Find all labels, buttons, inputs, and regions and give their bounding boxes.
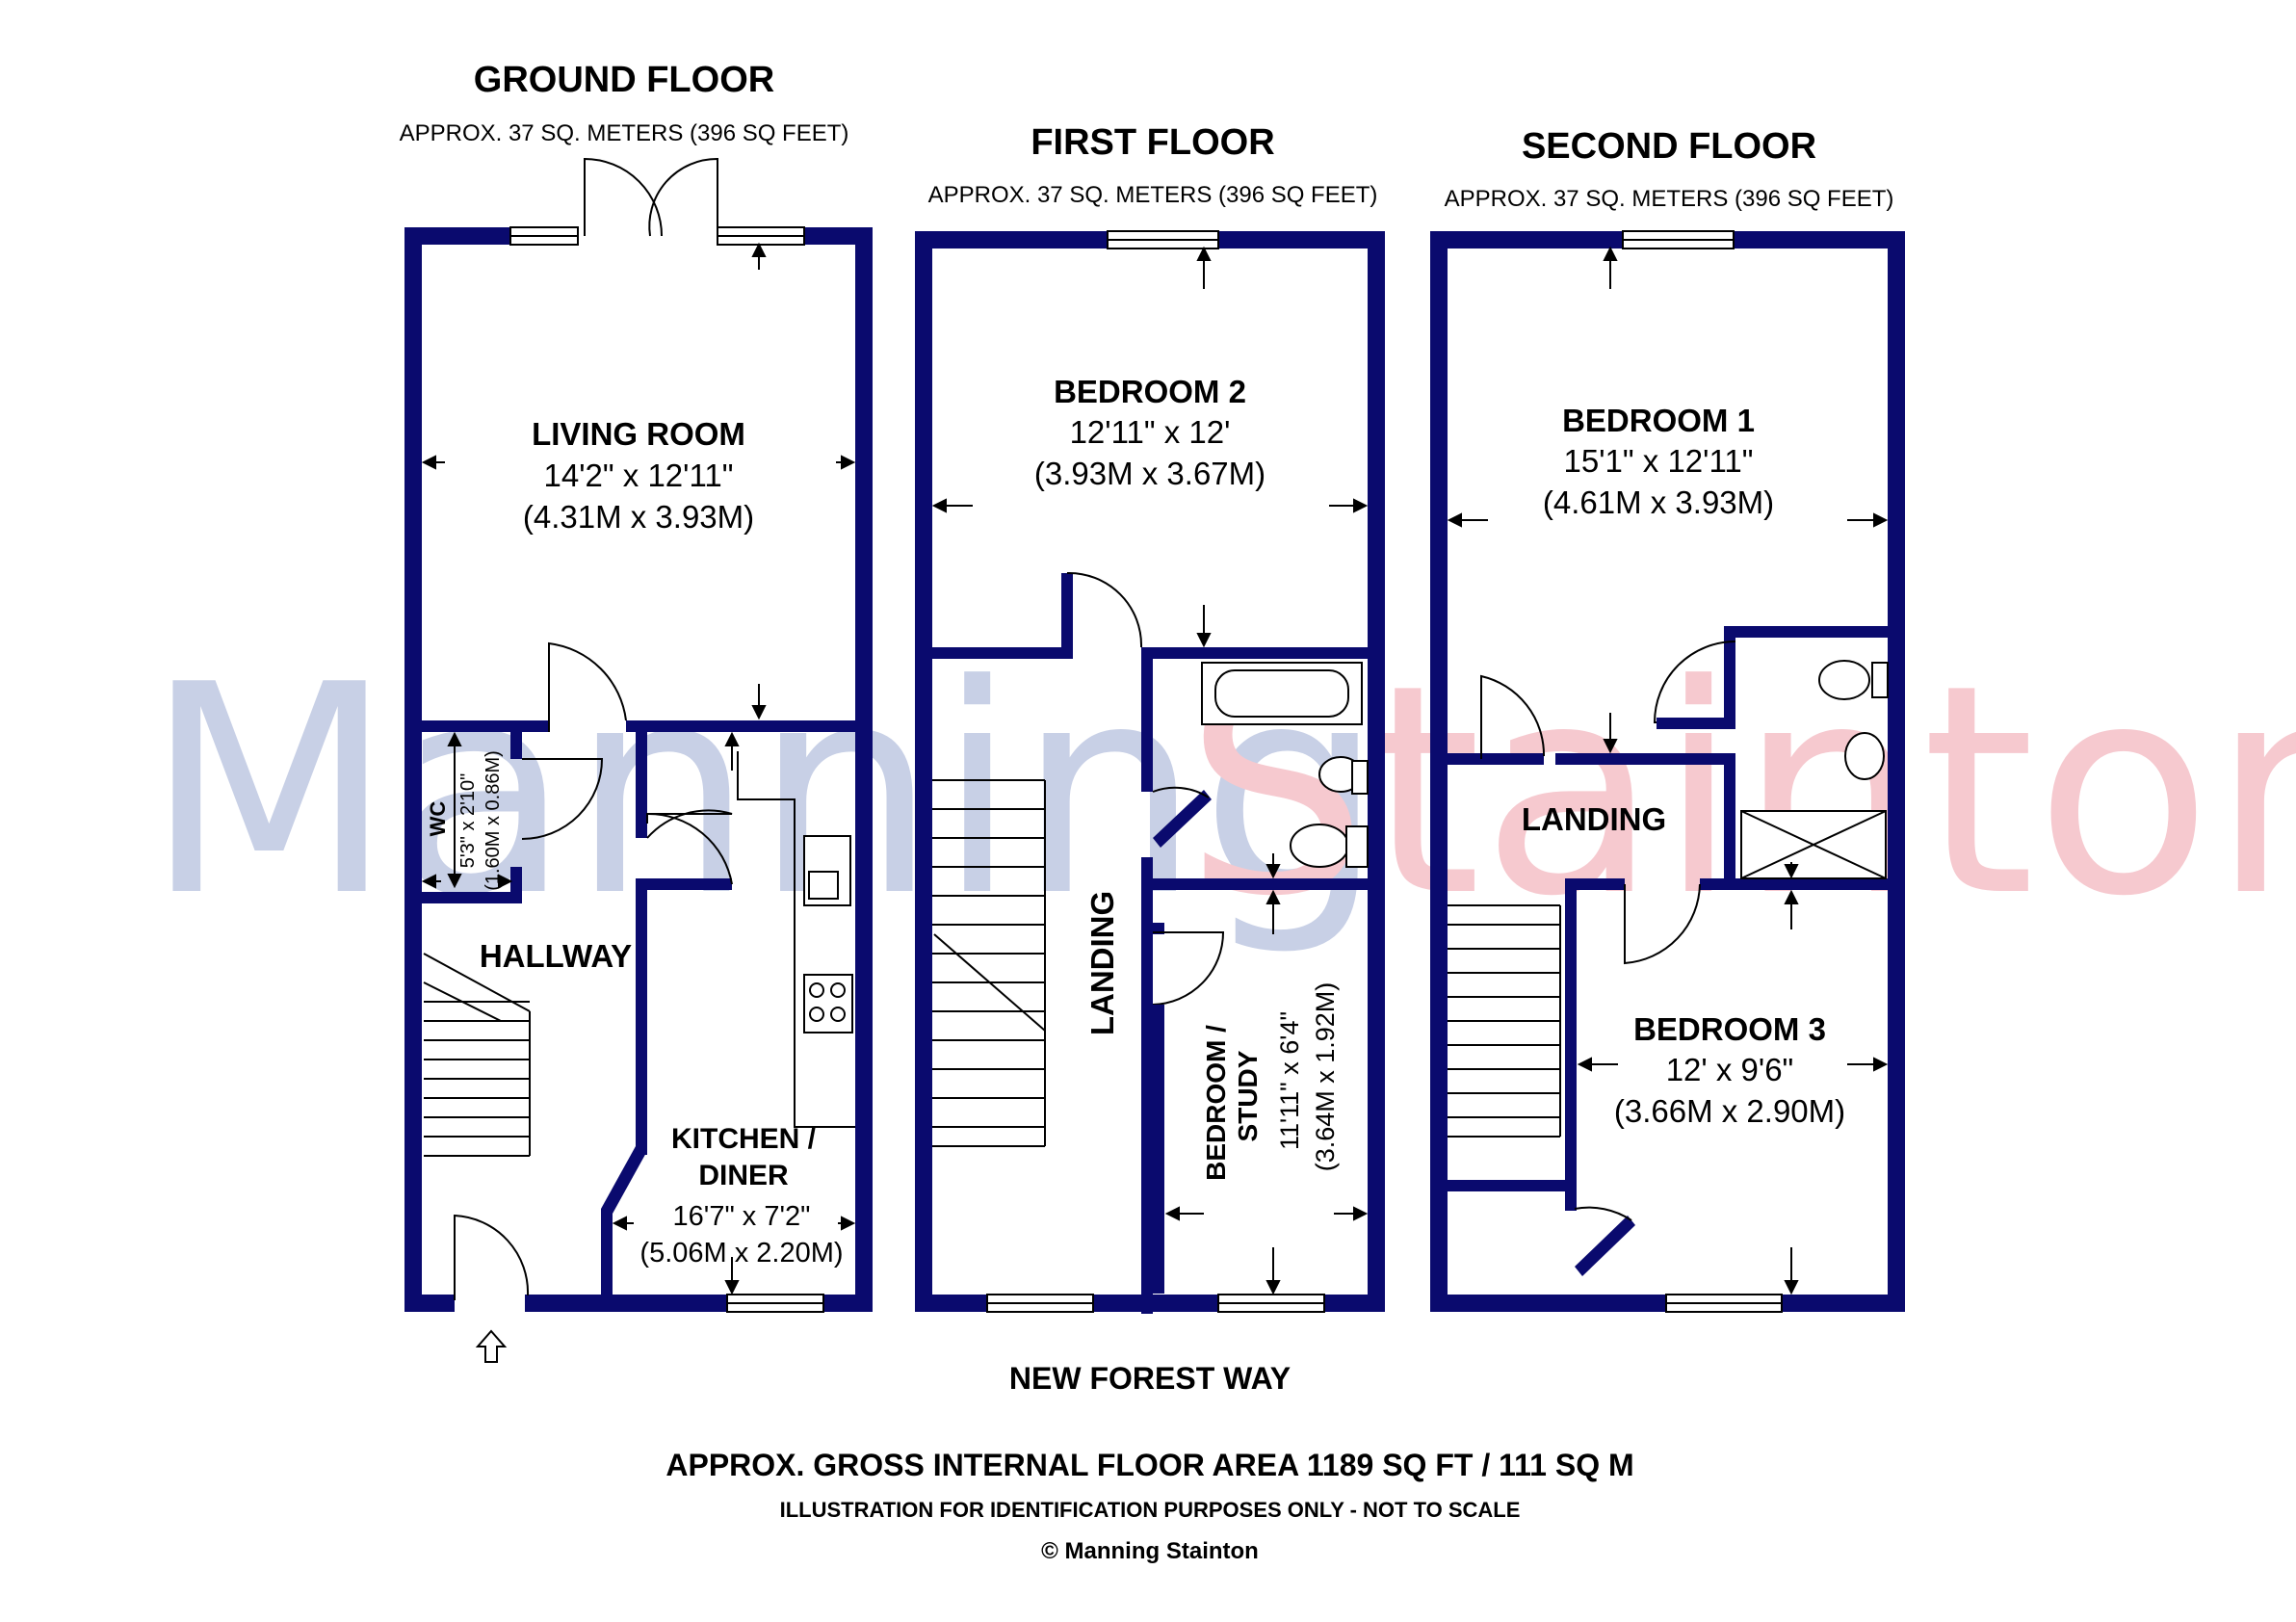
floor-headings: GROUND FLOOR APPROX. 37 SQ. METERS (396 …	[400, 60, 1894, 212]
bedroom3-metric: (3.66M x 2.90M)	[1614, 1093, 1845, 1129]
kitchen-name-line1: KITCHEN /	[671, 1123, 817, 1155]
ground-floor-plan	[404, 157, 873, 1363]
bedroom1-metric: (4.61M x 3.93M)	[1543, 484, 1774, 520]
second-floor-plan	[1430, 230, 1905, 1313]
living-room-name: LIVING ROOM	[532, 416, 745, 452]
study-name-line1: BEDROOM /	[1201, 1025, 1231, 1181]
bedroom2-metric: (3.93M x 3.67M)	[1034, 456, 1265, 491]
kitchen-imperial: 16'7" x 7'2"	[673, 1201, 811, 1232]
first-floor-plan	[915, 230, 1385, 1314]
second-landing-name: LANDING	[1522, 801, 1666, 837]
study-name-line2: STUDY	[1233, 1050, 1263, 1141]
first-floor-title: FIRST FLOOR	[1031, 122, 1274, 163]
bedroom1-imperial: 15'1" x 12'11"	[1564, 443, 1754, 479]
ground-floor-area: APPROX. 37 SQ. METERS (396 SQ FEET)	[400, 120, 849, 146]
bedroom1-name: BEDROOM 1	[1562, 403, 1755, 438]
footer: NEW FOREST WAY APPROX. GROSS INTERNAL FL…	[665, 1361, 1633, 1564]
watermark-manning: Manning	[144, 623, 1384, 959]
kitchen-metric: (5.06M x 2.20M)	[639, 1238, 843, 1269]
study-imperial: 11'11" x 6'4"	[1275, 1011, 1304, 1150]
bedroom2-imperial: 12'11" x 12'	[1070, 414, 1231, 450]
street-name: NEW FOREST WAY	[1009, 1361, 1291, 1396]
second-floor-area: APPROX. 37 SQ. METERS (396 SQ FEET)	[1445, 186, 1894, 212]
disclaimer: ILLUSTRATION FOR IDENTIFICATION PURPOSES…	[780, 1498, 1521, 1522]
ground-floor-title: GROUND FLOOR	[474, 60, 774, 100]
bedroom3-imperial: 12' x 9'6"	[1666, 1052, 1794, 1087]
first-floor-area: APPROX. 37 SQ. METERS (396 SQ FEET)	[928, 182, 1378, 208]
wc-name: WC	[426, 801, 450, 837]
room-labels: LIVING ROOM 14'2" x 12'11" (4.31M x 3.93…	[426, 374, 1845, 1269]
study-metric: (3.64M x 1.92M)	[1311, 982, 1340, 1172]
bedroom2-name: BEDROOM 2	[1054, 374, 1246, 409]
wc-imperial: 5'3" x 2'10"	[457, 773, 479, 869]
first-landing-name: LANDING	[1084, 891, 1120, 1035]
copyright: © Manning Stainton	[1041, 1538, 1259, 1564]
kitchen-name-line2: DINER	[698, 1160, 789, 1191]
total-area: APPROX. GROSS INTERNAL FLOOR AREA 1189 S…	[665, 1448, 1633, 1482]
living-room-metric: (4.31M x 3.93M)	[523, 499, 754, 535]
wc-metric: (1.60M x 0.86M)	[483, 750, 504, 891]
bedroom3-name: BEDROOM 3	[1633, 1011, 1826, 1047]
living-room-imperial: 14'2" x 12'11"	[544, 458, 734, 493]
second-floor-title: SECOND FLOOR	[1522, 126, 1816, 167]
hallway-name: HALLWAY	[480, 938, 632, 974]
